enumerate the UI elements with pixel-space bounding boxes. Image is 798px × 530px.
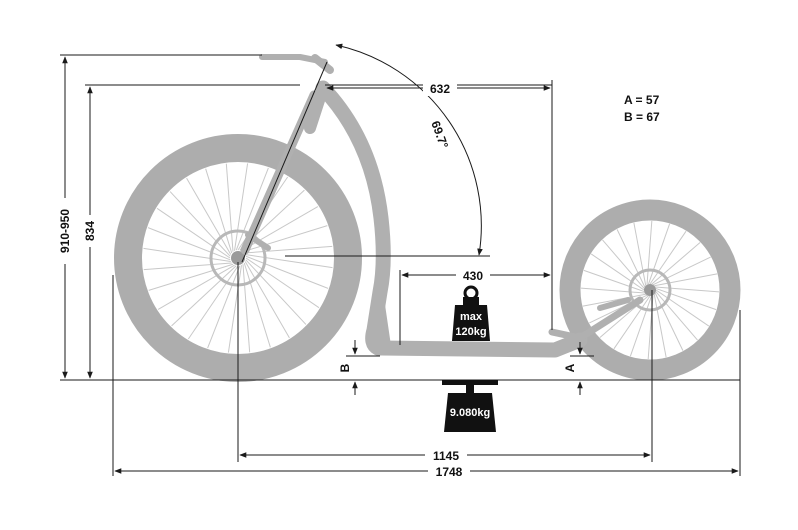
wheel-spoke <box>169 191 231 257</box>
wheel-spoke <box>186 177 232 255</box>
wheelbase-label: 1145 <box>433 449 459 463</box>
deck-length-label: 430 <box>463 269 483 283</box>
max-load-line1: max <box>460 311 483 323</box>
rear-stay <box>548 296 644 342</box>
wheel-spoke <box>234 163 249 251</box>
dim-head-angle-arc <box>335 43 483 256</box>
wheel-spoke <box>580 287 645 294</box>
wheel-spoke <box>243 262 271 348</box>
wheel-spoke <box>590 253 645 291</box>
wheel-spoke <box>227 265 242 353</box>
wheel-spoke <box>244 245 333 254</box>
wheel-spoke <box>633 222 647 286</box>
clearance-a-label: A <box>563 363 577 372</box>
wheel-spoke <box>242 225 328 253</box>
wheel-spoke <box>143 262 232 271</box>
wheel-spoke <box>655 291 698 341</box>
wheel-spoke <box>241 206 319 252</box>
wheel-spoke <box>616 229 646 288</box>
overall-length-label: 1748 <box>436 465 463 479</box>
wheel-spoke <box>157 264 235 310</box>
wheel-spoke <box>205 168 233 254</box>
wheel-spoke <box>654 273 718 287</box>
wheel-spoke <box>156 207 231 259</box>
wheel-spoke <box>629 295 653 357</box>
max-load-weight-icon: max 120kg <box>452 285 490 341</box>
wheel-spoke <box>653 294 667 358</box>
wheel-spoke <box>652 256 711 286</box>
wheel-spoke <box>649 230 687 285</box>
wheel-spoke <box>613 295 651 350</box>
handlebar-height-label: 910-950 <box>58 209 72 253</box>
wheel-spoke <box>245 259 307 325</box>
max-load-line2: 120kg <box>455 326 486 338</box>
wheel-spoke <box>147 227 231 261</box>
rear-hub <box>644 284 656 296</box>
wheel-spoke <box>244 261 290 339</box>
wheel-spoke <box>187 265 239 340</box>
wheel-spoke <box>242 264 251 353</box>
scooter-weight-icon: 9.080kg <box>442 380 498 432</box>
front-hub <box>231 251 245 265</box>
reach-label: 632 <box>430 82 450 96</box>
wheel-spoke <box>655 289 710 327</box>
rear-brake-disc <box>628 268 672 312</box>
wheel-spoke <box>245 255 329 289</box>
wheel-spoke <box>646 220 653 285</box>
head-angle-label: 69.7° <box>428 119 451 150</box>
wheel-spoke <box>647 223 671 285</box>
wheel-spoke <box>143 247 231 262</box>
wheel-spoke <box>207 265 241 349</box>
wheel-spoke <box>654 292 684 351</box>
wheel-spoke <box>655 287 717 311</box>
wheel-spoke <box>245 254 333 269</box>
steering-axis-line <box>241 61 328 263</box>
wheel-spoke <box>225 163 234 252</box>
wheel-spoke <box>245 257 320 309</box>
clearance-b-label: B <box>338 363 352 372</box>
head-tube <box>304 82 329 134</box>
wheel-spoke <box>583 269 645 293</box>
wheel-spoke <box>582 293 646 307</box>
head-height-label: 834 <box>83 221 97 241</box>
wheel-spoke <box>651 242 701 285</box>
legend-clearance-a: A = 57 <box>624 93 660 107</box>
wheel-spoke <box>171 265 237 327</box>
wheel-spoke <box>148 263 234 291</box>
scooter-weight-label: 9.080kg <box>450 407 490 419</box>
legend-clearance-b: B = 67 <box>624 110 660 124</box>
wheel-spoke <box>602 239 645 289</box>
rear-wheel <box>559 199 741 381</box>
main-frame-tube <box>315 80 588 358</box>
wheel-spoke <box>235 167 269 251</box>
wheel-spoke <box>655 286 720 293</box>
